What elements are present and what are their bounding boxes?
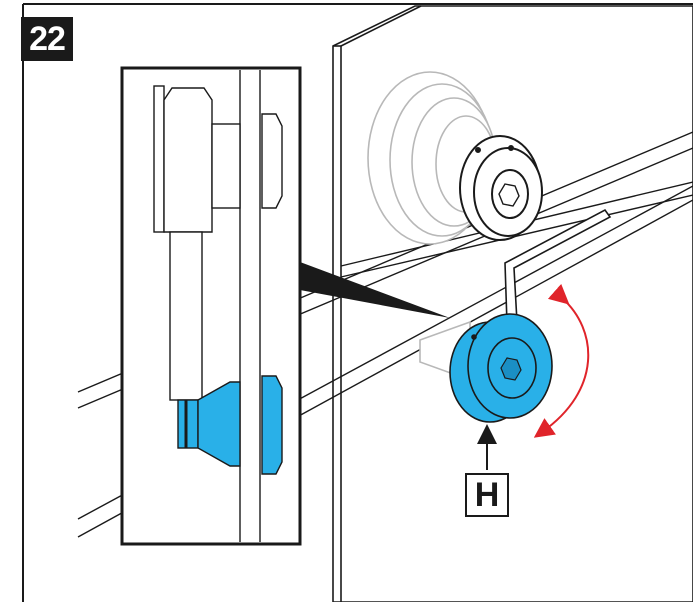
page-frame bbox=[22, 3, 693, 602]
rotate-arrow-icon bbox=[533, 283, 590, 438]
door-panel bbox=[332, 5, 693, 602]
lower-adjuster bbox=[419, 313, 553, 423]
part-label-h: H bbox=[465, 473, 509, 517]
step-number-badge: 22 bbox=[21, 17, 73, 61]
callout-wedge bbox=[300, 262, 450, 318]
upper-adjuster bbox=[459, 135, 543, 241]
detail-inset bbox=[120, 66, 302, 546]
